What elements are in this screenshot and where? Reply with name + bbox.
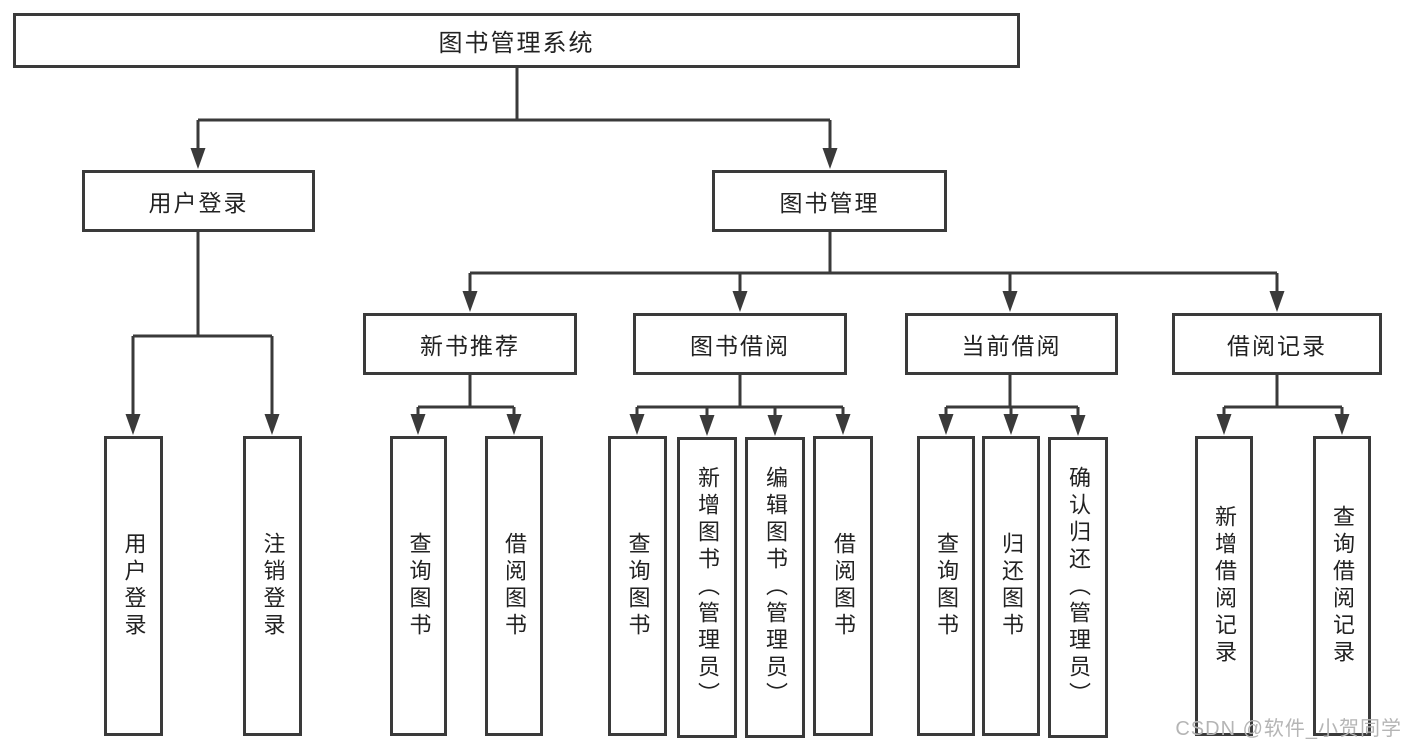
node-book-mgmt: 图书管理 (712, 170, 947, 232)
node-label-new-book: 新书推荐 (420, 333, 520, 359)
node-cb-query: 查询图书 (917, 436, 975, 736)
node-bb-add: 新增图书（管理员） (677, 437, 737, 738)
arrowhead-icon (629, 414, 645, 435)
node-label-root: 图书管理系统 (438, 30, 595, 57)
node-bb-edit: 编辑图书（管理员） (745, 437, 805, 738)
node-label-cb-query: 查询图书 (934, 532, 959, 640)
node-cb-return: 归还图书 (982, 436, 1040, 736)
node-ul-login: 用户登录 (104, 436, 163, 736)
node-label-user-login: 用户登录 (148, 190, 249, 216)
arrowhead-icon (699, 415, 715, 436)
node-current-borrow: 当前借阅 (905, 313, 1118, 375)
arrowhead-icon (410, 414, 426, 435)
arrowhead-icon (264, 414, 280, 435)
arrowhead-icon (1070, 415, 1086, 436)
arrowhead-icon (822, 148, 838, 169)
watermark-text: CSDN @软件_小贺同学 (1175, 718, 1402, 740)
arrowhead-icon (1334, 414, 1350, 435)
node-label-nb-query: 查询图书 (406, 532, 432, 640)
node-label-borrow-records: 借阅记录 (1227, 333, 1327, 359)
arrowhead-icon (190, 148, 206, 169)
node-label-br-query: 查询借阅记录 (1330, 505, 1355, 667)
node-nb-query: 查询图书 (390, 436, 447, 736)
node-label-ul-login: 用户登录 (121, 532, 147, 640)
node-label-bb-borrow: 借阅图书 (831, 532, 856, 640)
node-br-query: 查询借阅记录 (1313, 436, 1371, 736)
arrowhead-icon (125, 414, 141, 435)
node-label-nb-borrow: 借阅图书 (502, 532, 527, 640)
node-user-login: 用户登录 (82, 170, 315, 232)
arrowhead-icon (767, 415, 783, 436)
arrowhead-icon (938, 414, 954, 435)
node-br-add: 新增借阅记录 (1195, 436, 1253, 736)
node-label-br-add: 新增借阅记录 (1212, 505, 1237, 667)
node-borrow-records: 借阅记录 (1172, 313, 1382, 375)
node-book-borrow: 图书借阅 (633, 313, 847, 375)
node-label-cb-return: 归还图书 (999, 532, 1024, 640)
node-label-book-borrow: 图书借阅 (690, 333, 790, 359)
node-label-book-mgmt: 图书管理 (779, 190, 880, 216)
node-root: 图书管理系统 (13, 13, 1020, 68)
arrowhead-icon (835, 414, 851, 435)
node-label-ul-logout: 注销登录 (260, 532, 286, 640)
node-cb-confirm: 确认归还（管理员） (1048, 437, 1108, 738)
node-label-current-borrow: 当前借阅 (961, 333, 1062, 359)
node-label-bb-edit: 编辑图书（管理员） (763, 466, 788, 709)
arrowhead-icon (1003, 414, 1019, 435)
node-label-bb-query: 查询图书 (625, 532, 651, 640)
arrowhead-icon (506, 414, 522, 435)
node-bb-borrow: 借阅图书 (813, 436, 873, 736)
arrowhead-icon (1002, 291, 1018, 312)
node-label-cb-confirm: 确认归还（管理员） (1066, 466, 1091, 709)
arrowhead-icon (1269, 291, 1285, 312)
node-nb-borrow: 借阅图书 (485, 436, 543, 736)
node-label-bb-add: 新增图书（管理员） (695, 466, 720, 709)
node-new-book: 新书推荐 (363, 313, 577, 375)
arrowhead-icon (732, 291, 748, 312)
arrowhead-icon (462, 291, 478, 312)
arrowhead-icon (1216, 414, 1232, 435)
node-ul-logout: 注销登录 (243, 436, 302, 736)
node-bb-query: 查询图书 (608, 436, 667, 736)
